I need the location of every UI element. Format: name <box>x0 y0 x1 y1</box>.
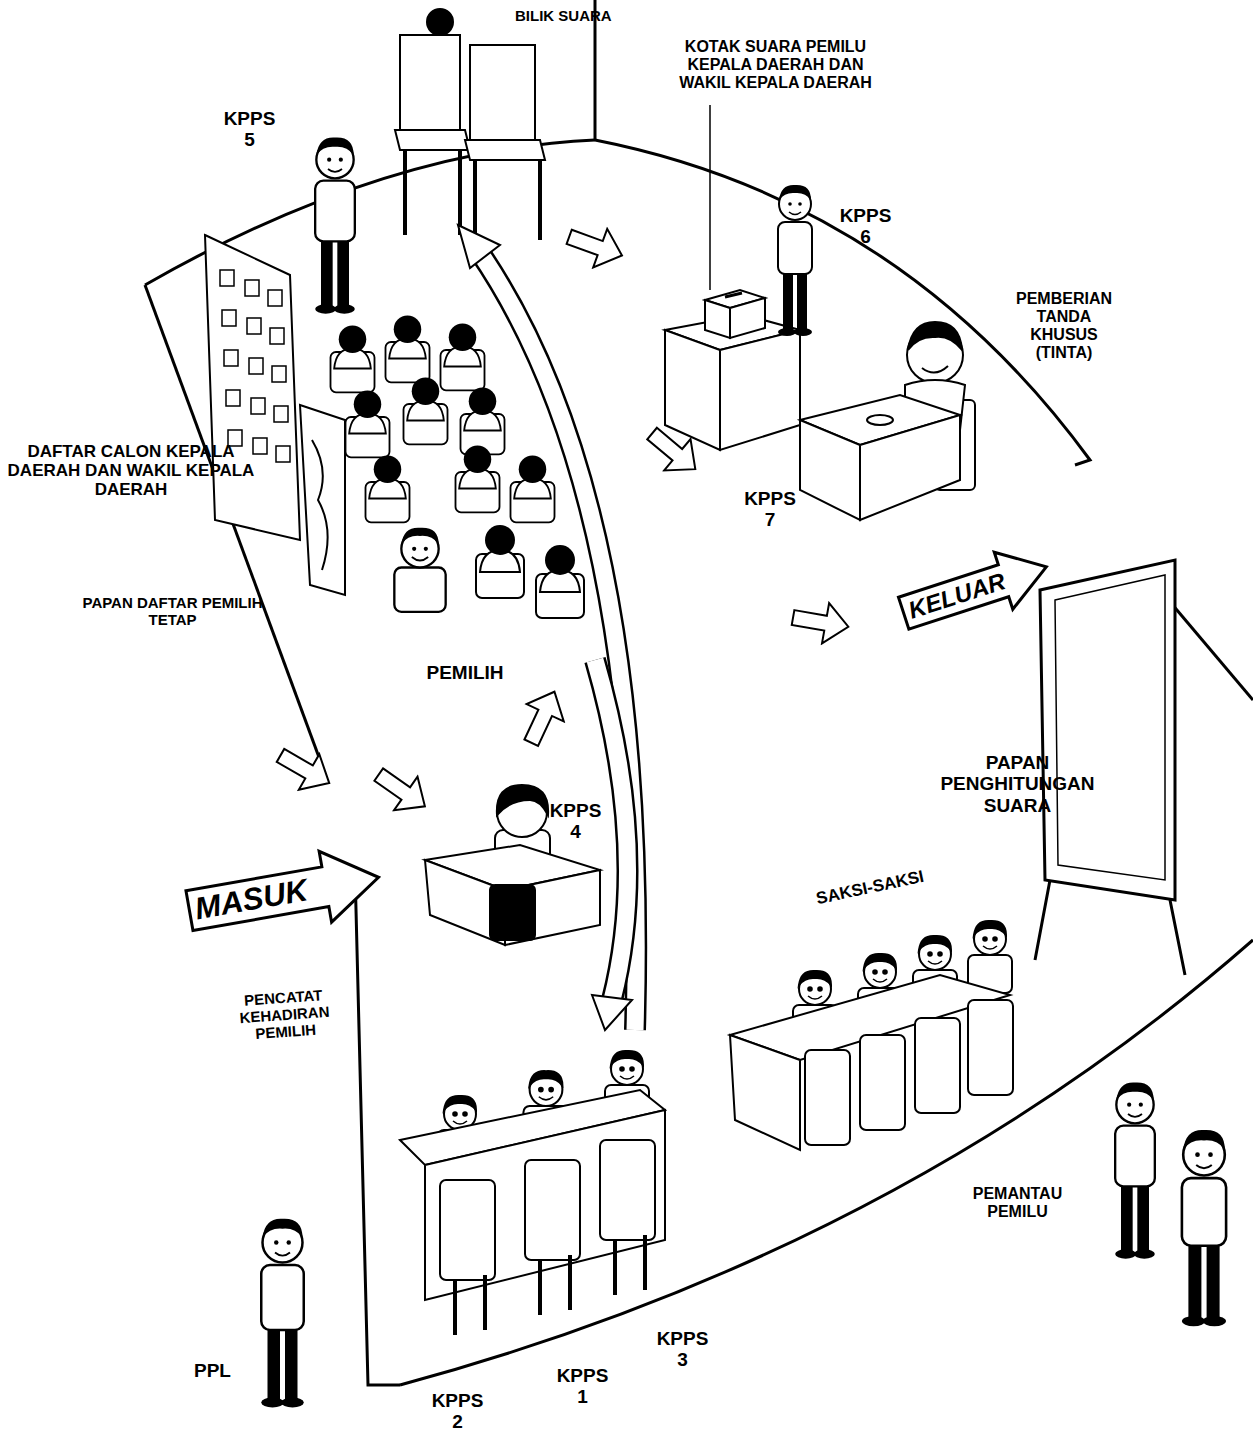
area-label: SAKSI-SAKSI <box>790 862 950 914</box>
room-outline <box>145 0 1253 1385</box>
arrow-outline <box>183 842 385 946</box>
observer-figure <box>1115 1082 1155 1258</box>
entry-arrow: MASUK <box>183 842 385 946</box>
exit-arrow: KELUAR <box>894 538 1055 641</box>
supervisor-figure <box>261 1219 304 1408</box>
tally-board <box>1035 560 1185 975</box>
officer-label: KPPS 2 <box>430 1390 485 1433</box>
officer-label: KPPS 3 <box>655 1328 710 1371</box>
officer-table <box>400 1051 665 1335</box>
voting-booth <box>395 9 545 240</box>
officer-label: PPL <box>185 1360 240 1381</box>
ink-table <box>800 322 975 520</box>
arrow-outline <box>894 538 1055 641</box>
officer-figure <box>778 185 812 336</box>
officer-label: KPPS 5 <box>222 108 277 151</box>
ballot-box <box>665 105 800 450</box>
flow-arrow <box>270 218 852 824</box>
area-label: PENCATAT KEHADIRAN PEMILIH <box>220 986 348 1045</box>
area-label: PEMANTAU PEMILU <box>950 1185 1085 1221</box>
witness-table <box>730 921 1013 1150</box>
area-label: DAFTAR CALON KEPALA DAERAH DAN WAKIL KEP… <box>0 442 262 499</box>
area-label: PEMILIH <box>400 662 530 683</box>
area-label: PAPAN PENGHITUNGAN SUARA <box>915 752 1120 816</box>
area-label: PEMBERIAN TANDA KHUSUS (TINTA) <box>1005 290 1123 362</box>
observer-figure <box>1182 1130 1226 1326</box>
area-label: BILIK SUARA <box>515 8 665 25</box>
officer-label: KPPS 1 <box>555 1365 610 1408</box>
officer-label: KPPS 4 <box>548 800 603 843</box>
area-label: KOTAK SUARA PEMILU KEPALA DAERAH DAN WAK… <box>668 38 883 92</box>
officer-label: KPPS 6 <box>838 205 893 248</box>
area-label: PAPAN DAFTAR PEMILIH TETAP <box>80 595 265 629</box>
arrow-text: KELUAR <box>900 546 1031 640</box>
officer-label: KPPS 7 <box>740 488 800 531</box>
arrow-text: MASUK <box>189 848 349 945</box>
officer-figure <box>315 137 355 313</box>
